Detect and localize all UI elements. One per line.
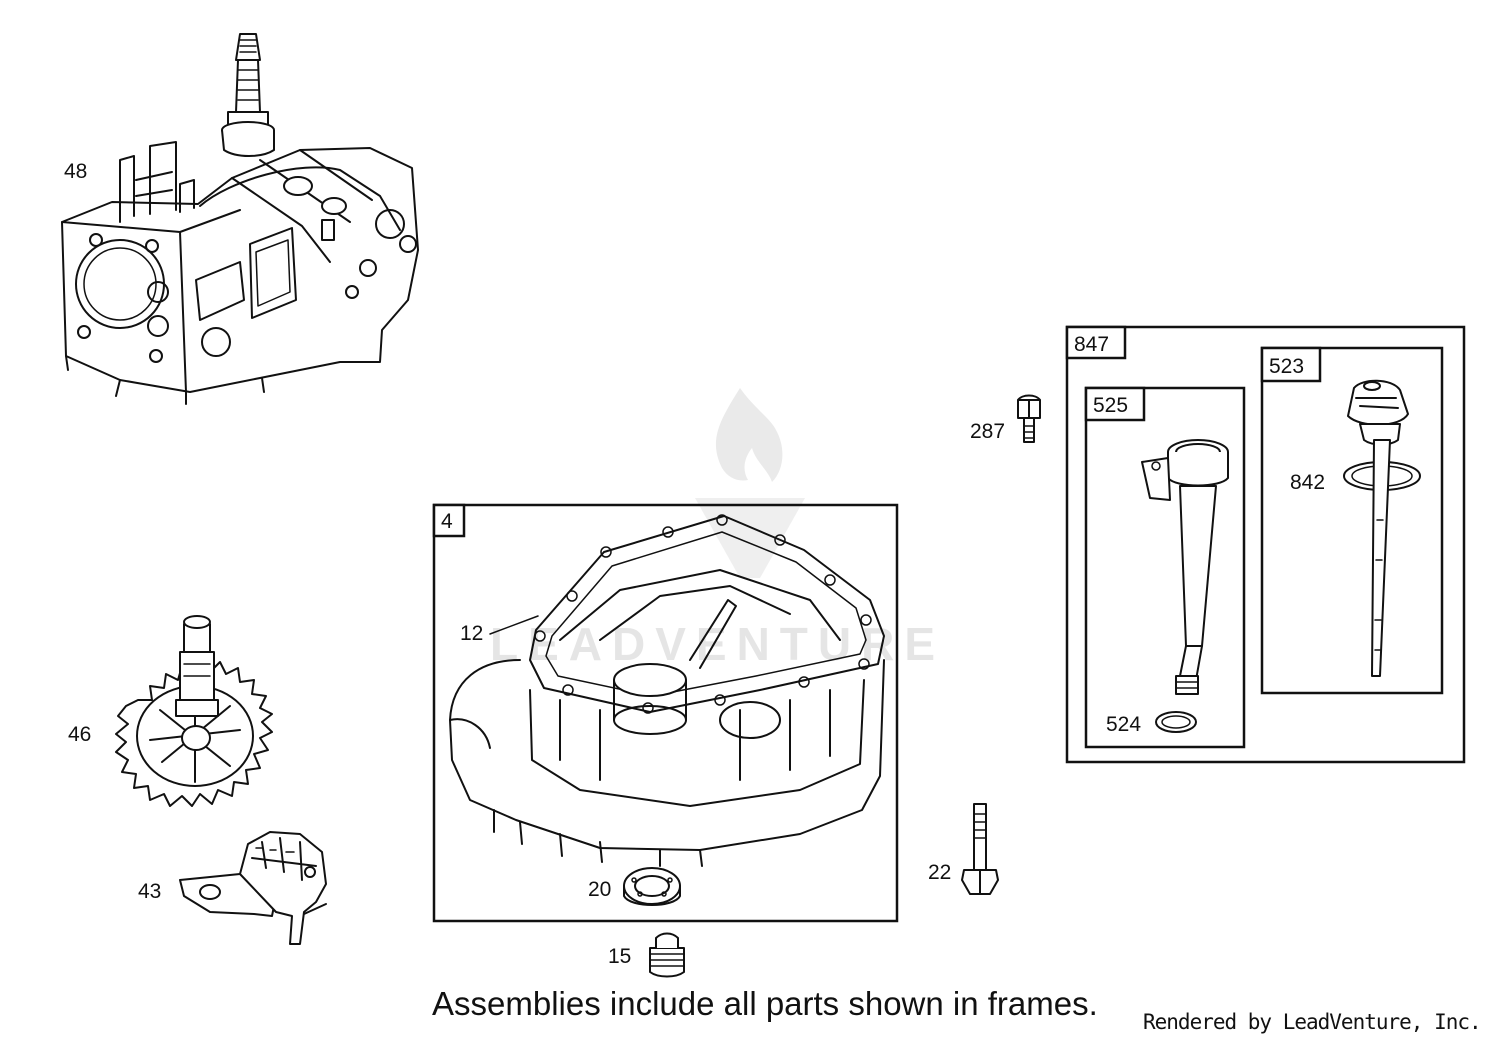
part-15-plug	[649, 932, 685, 978]
render-credit: Rendered by LeadVenture, Inc.	[1143, 1010, 1482, 1034]
frame-525	[1084, 386, 1246, 749]
part-48-cylinder-block	[61, 33, 419, 405]
part-525-dipstick-tube	[1141, 439, 1229, 695]
part-46-camshaft	[115, 615, 273, 807]
frame-tag-4-box	[432, 503, 466, 538]
watermark-text: LEADVENTURE	[490, 618, 945, 670]
frame-tag-4: 4	[441, 510, 453, 533]
frame-tag-523: 523	[1269, 355, 1304, 378]
frame-523	[1260, 346, 1444, 695]
part-sump-housing	[449, 514, 885, 867]
frame-847	[1065, 325, 1466, 764]
v-watermark-icon	[695, 498, 805, 578]
frame-tag-525-box	[1084, 386, 1146, 422]
label-46: 46	[68, 723, 91, 746]
label-22: 22	[928, 861, 951, 884]
label-287: 287	[970, 420, 1005, 443]
label-43: 43	[138, 880, 161, 903]
label-48: 48	[64, 160, 87, 183]
frame-tag-525: 525	[1093, 394, 1128, 417]
part-524-o-ring	[1155, 711, 1197, 733]
leader-12	[489, 615, 539, 635]
assembly-note: Assemblies include all parts shown in fr…	[432, 985, 1098, 1022]
flame-watermark-icon	[715, 388, 783, 482]
label-524: 524	[1106, 713, 1141, 736]
frame-4	[432, 503, 899, 923]
part-20-oil-seal	[623, 867, 681, 906]
label-15: 15	[608, 945, 631, 968]
part-287-screw	[1017, 394, 1041, 443]
label-842: 842	[1290, 471, 1325, 494]
label-20: 20	[588, 878, 611, 901]
watermark: LEADVENTURE	[490, 388, 945, 670]
part-523-dipstick	[1343, 379, 1421, 677]
part-22-bolt	[961, 803, 999, 895]
frame-tag-847-box	[1065, 325, 1127, 360]
frame-tag-847: 847	[1074, 333, 1109, 356]
part-43-bracket	[179, 831, 327, 945]
label-12: 12	[460, 622, 483, 645]
frame-tag-523-box	[1260, 346, 1322, 383]
